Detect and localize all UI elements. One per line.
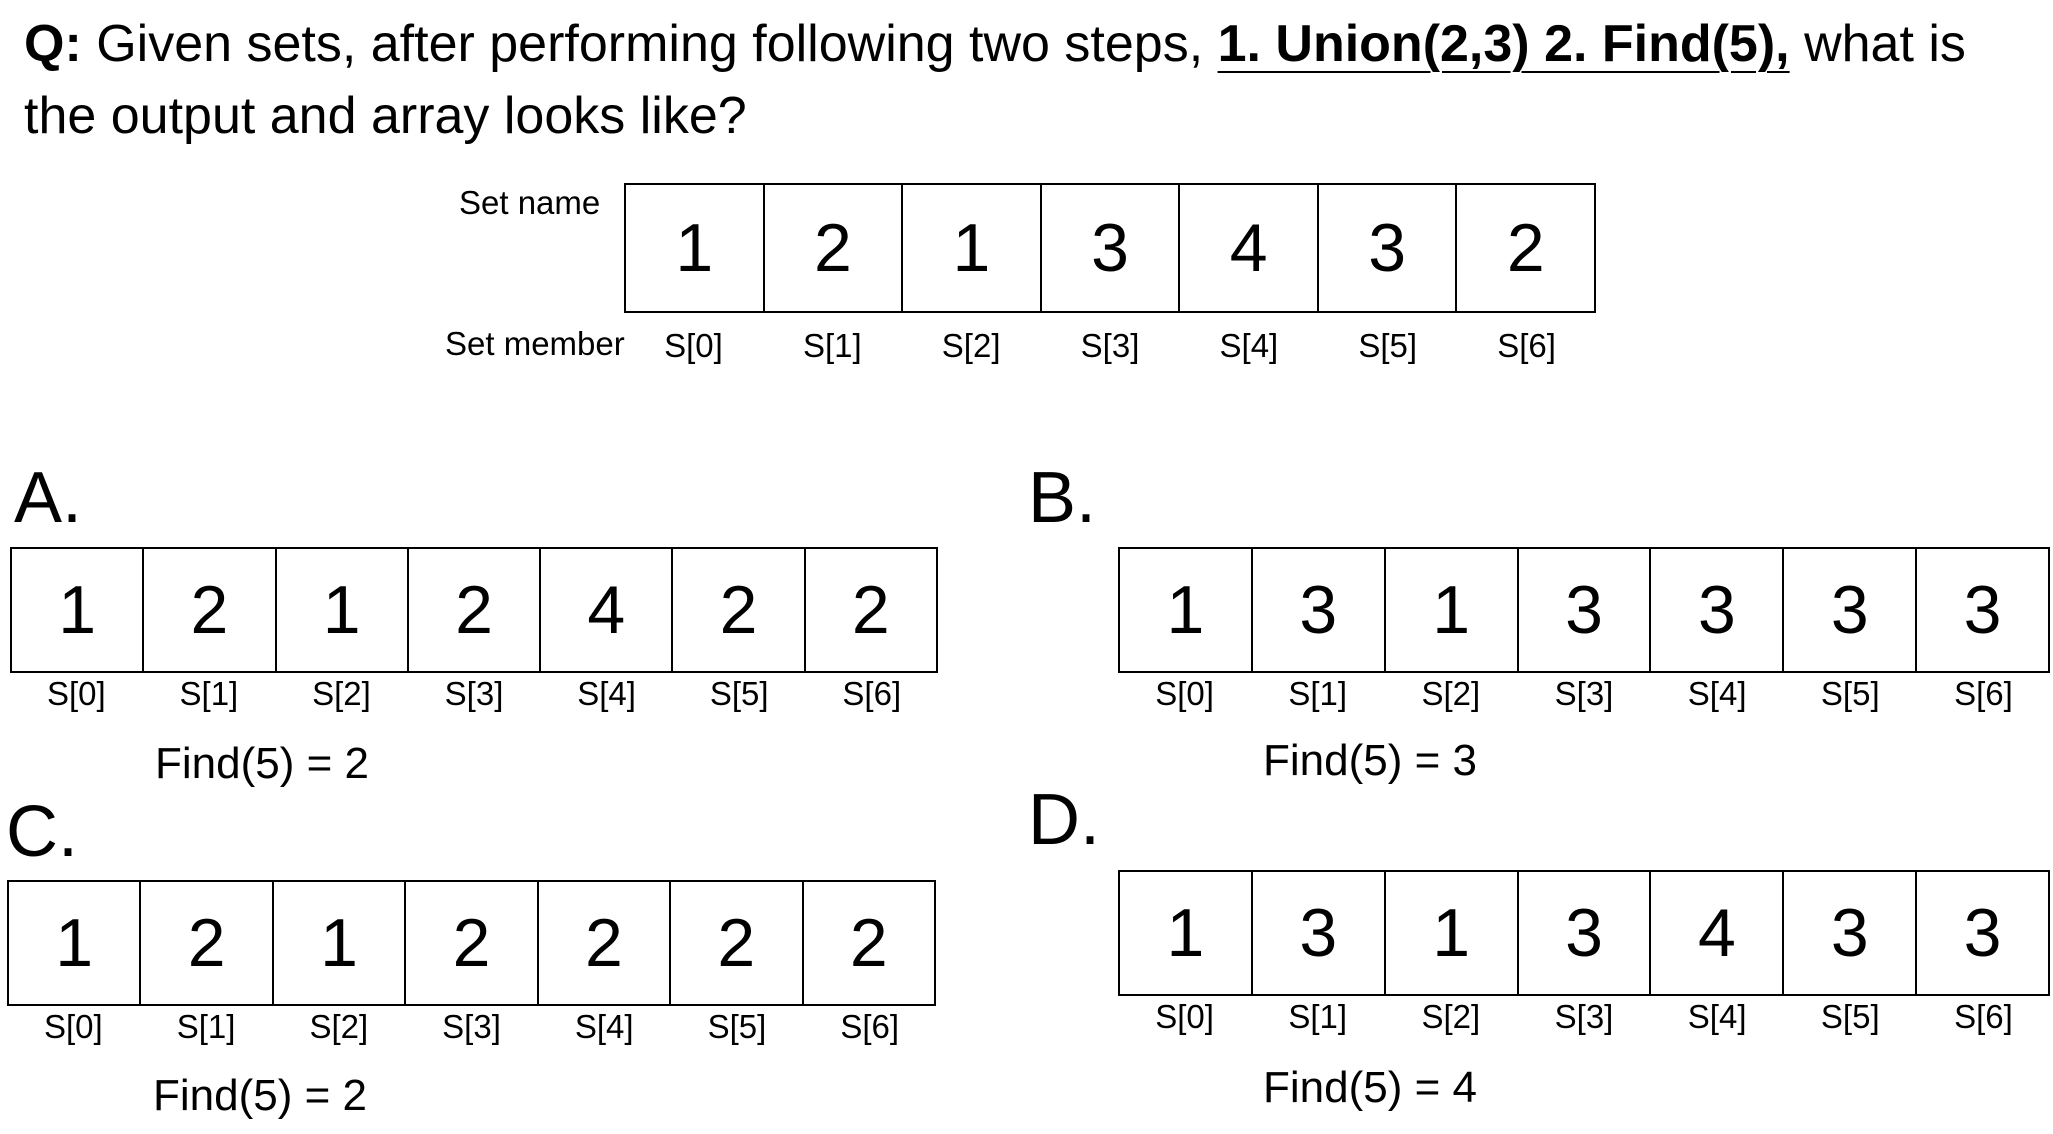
array-index: S[4]: [1687, 675, 1747, 712]
array-index: S[2]: [1421, 675, 1481, 712]
array-index: S[4]: [1687, 998, 1747, 1035]
array-cell: 3: [1963, 895, 2002, 971]
array-cell: 2: [1506, 210, 1545, 286]
option-a-array[interactable]: 1 2 1 2 4 2 2: [10, 547, 938, 673]
array-cell: 4: [1651, 872, 1785, 994]
array-cell: 2: [406, 882, 539, 1004]
array-cell: 1: [277, 549, 409, 671]
array-cell: 2: [144, 549, 277, 671]
option-c-letter[interactable]: C.: [6, 792, 78, 872]
array-index: S[6]: [1954, 998, 2013, 1035]
array-index: S[5]: [1820, 998, 1880, 1035]
array-index: S[0]: [1155, 998, 1214, 1035]
option-c-find-result: Find(5) = 2: [153, 1071, 367, 1120]
array-index: S[4]: [574, 1008, 634, 1045]
array-index: S[1]: [176, 1008, 236, 1045]
option-a-index-row: S[0] S[1] S[2] S[3] S[4] S[5] S[6]: [10, 674, 938, 714]
array-index: S[1]: [1288, 998, 1348, 1035]
given-array: 1 2 1 3 4 3 2: [624, 183, 1596, 313]
array-cell: 1: [1386, 549, 1519, 671]
array-index: S[5]: [709, 675, 769, 712]
option-c-index-row: S[0] S[1] S[2] S[3] S[4] S[5] S[6]: [7, 1007, 936, 1047]
array-cell: 2: [409, 549, 542, 671]
array-index: S[5]: [1358, 327, 1418, 364]
array-cell: 2: [539, 882, 672, 1004]
array-cell: 2: [849, 905, 888, 981]
option-b-letter[interactable]: B.: [1028, 458, 1097, 538]
array-cell: 1: [626, 185, 765, 311]
array-cell: 3: [1319, 185, 1458, 311]
array-cell: 3: [1651, 549, 1785, 671]
array-cell: 1: [12, 549, 145, 671]
array-cell: 2: [671, 882, 804, 1004]
array-cell: 4: [541, 549, 674, 671]
array-index: S[4]: [1219, 327, 1279, 364]
option-d-find-result: Find(5) = 4: [1263, 1063, 1477, 1112]
array-cell: 2: [765, 185, 904, 311]
question-body-end: what is the output and array looks like?: [24, 15, 1966, 145]
question-text: Q: Given sets, after performing followin…: [24, 8, 2014, 152]
array-index: S[1]: [179, 675, 239, 712]
array-cell: 3: [1253, 872, 1386, 994]
array-cell: 3: [1253, 549, 1386, 671]
array-index: S[5]: [707, 1008, 767, 1045]
question-steps: 1. Union(2,3) 2. Find(5),: [1217, 15, 1790, 73]
array-index: S[6]: [842, 675, 902, 712]
option-a-letter[interactable]: A.: [14, 458, 83, 538]
array-index: S[6]: [1954, 675, 2013, 712]
array-index: S[4]: [577, 675, 636, 712]
array-index: S[6]: [840, 1008, 900, 1045]
array-index: S[3]: [442, 1008, 501, 1045]
array-cell: 2: [851, 572, 890, 648]
array-cell: 4: [1180, 185, 1319, 311]
array-cell: 3: [1042, 185, 1181, 311]
option-b-array[interactable]: 1 3 1 3 3 3 3: [1118, 547, 2050, 673]
array-index: S[1]: [802, 327, 862, 364]
array-cell: 3: [1963, 572, 2002, 648]
option-b-index-row: S[0] S[1] S[2] S[3] S[4] S[5] S[6]: [1118, 674, 2050, 714]
array-cell: 1: [274, 882, 407, 1004]
array-index: S[0]: [664, 327, 723, 364]
array-cell: 2: [673, 549, 806, 671]
array-cell: 3: [1519, 549, 1652, 671]
array-cell: 3: [1784, 549, 1918, 671]
option-a-find-result: Find(5) = 2: [155, 739, 369, 788]
array-index: S[3]: [1554, 998, 1614, 1035]
array-index: S[5]: [1820, 675, 1880, 712]
array-index: S[2]: [309, 1008, 369, 1045]
array-cell: 1: [1120, 549, 1253, 671]
array-index: S[2]: [1421, 998, 1481, 1035]
array-index: S[3]: [1554, 675, 1614, 712]
option-d-letter[interactable]: D.: [1028, 780, 1100, 860]
set-name-label: Set name: [459, 184, 601, 221]
array-cell: 1: [903, 185, 1042, 311]
set-member-label: Set member: [445, 325, 625, 362]
array-index: S[6]: [1497, 327, 1556, 364]
array-index: S[0]: [46, 675, 106, 712]
array-cell: 1: [1386, 872, 1519, 994]
given-index-row: S[0] S[1] S[2] S[3] S[4] S[5] S[6]: [624, 326, 1596, 366]
array-index: S[1]: [1288, 675, 1348, 712]
array-cell: 1: [9, 882, 142, 1004]
array-index: S[0]: [1155, 675, 1214, 712]
array-index: S[3]: [1080, 327, 1140, 364]
array-cell: 1: [1120, 872, 1253, 994]
option-d-index-row: S[0] S[1] S[2] S[3] S[4] S[5] S[6]: [1118, 997, 2050, 1037]
array-index: S[3]: [444, 675, 504, 712]
question-body: Given sets, after performing following t…: [81, 15, 1218, 73]
option-c-array[interactable]: 1 2 1 2 2 2 2: [7, 880, 936, 1006]
option-b-find-result: Find(5) = 3: [1263, 736, 1477, 785]
array-cell: 2: [141, 882, 274, 1004]
array-index: S[2]: [941, 327, 1001, 364]
option-d-array[interactable]: 1 3 1 3 4 3 3: [1118, 870, 2050, 996]
question-label: Q:: [24, 15, 82, 73]
array-cell: 3: [1519, 872, 1652, 994]
array-index: S[0]: [44, 1008, 103, 1045]
array-cell: 3: [1784, 872, 1918, 994]
array-index: S[2]: [312, 675, 371, 712]
